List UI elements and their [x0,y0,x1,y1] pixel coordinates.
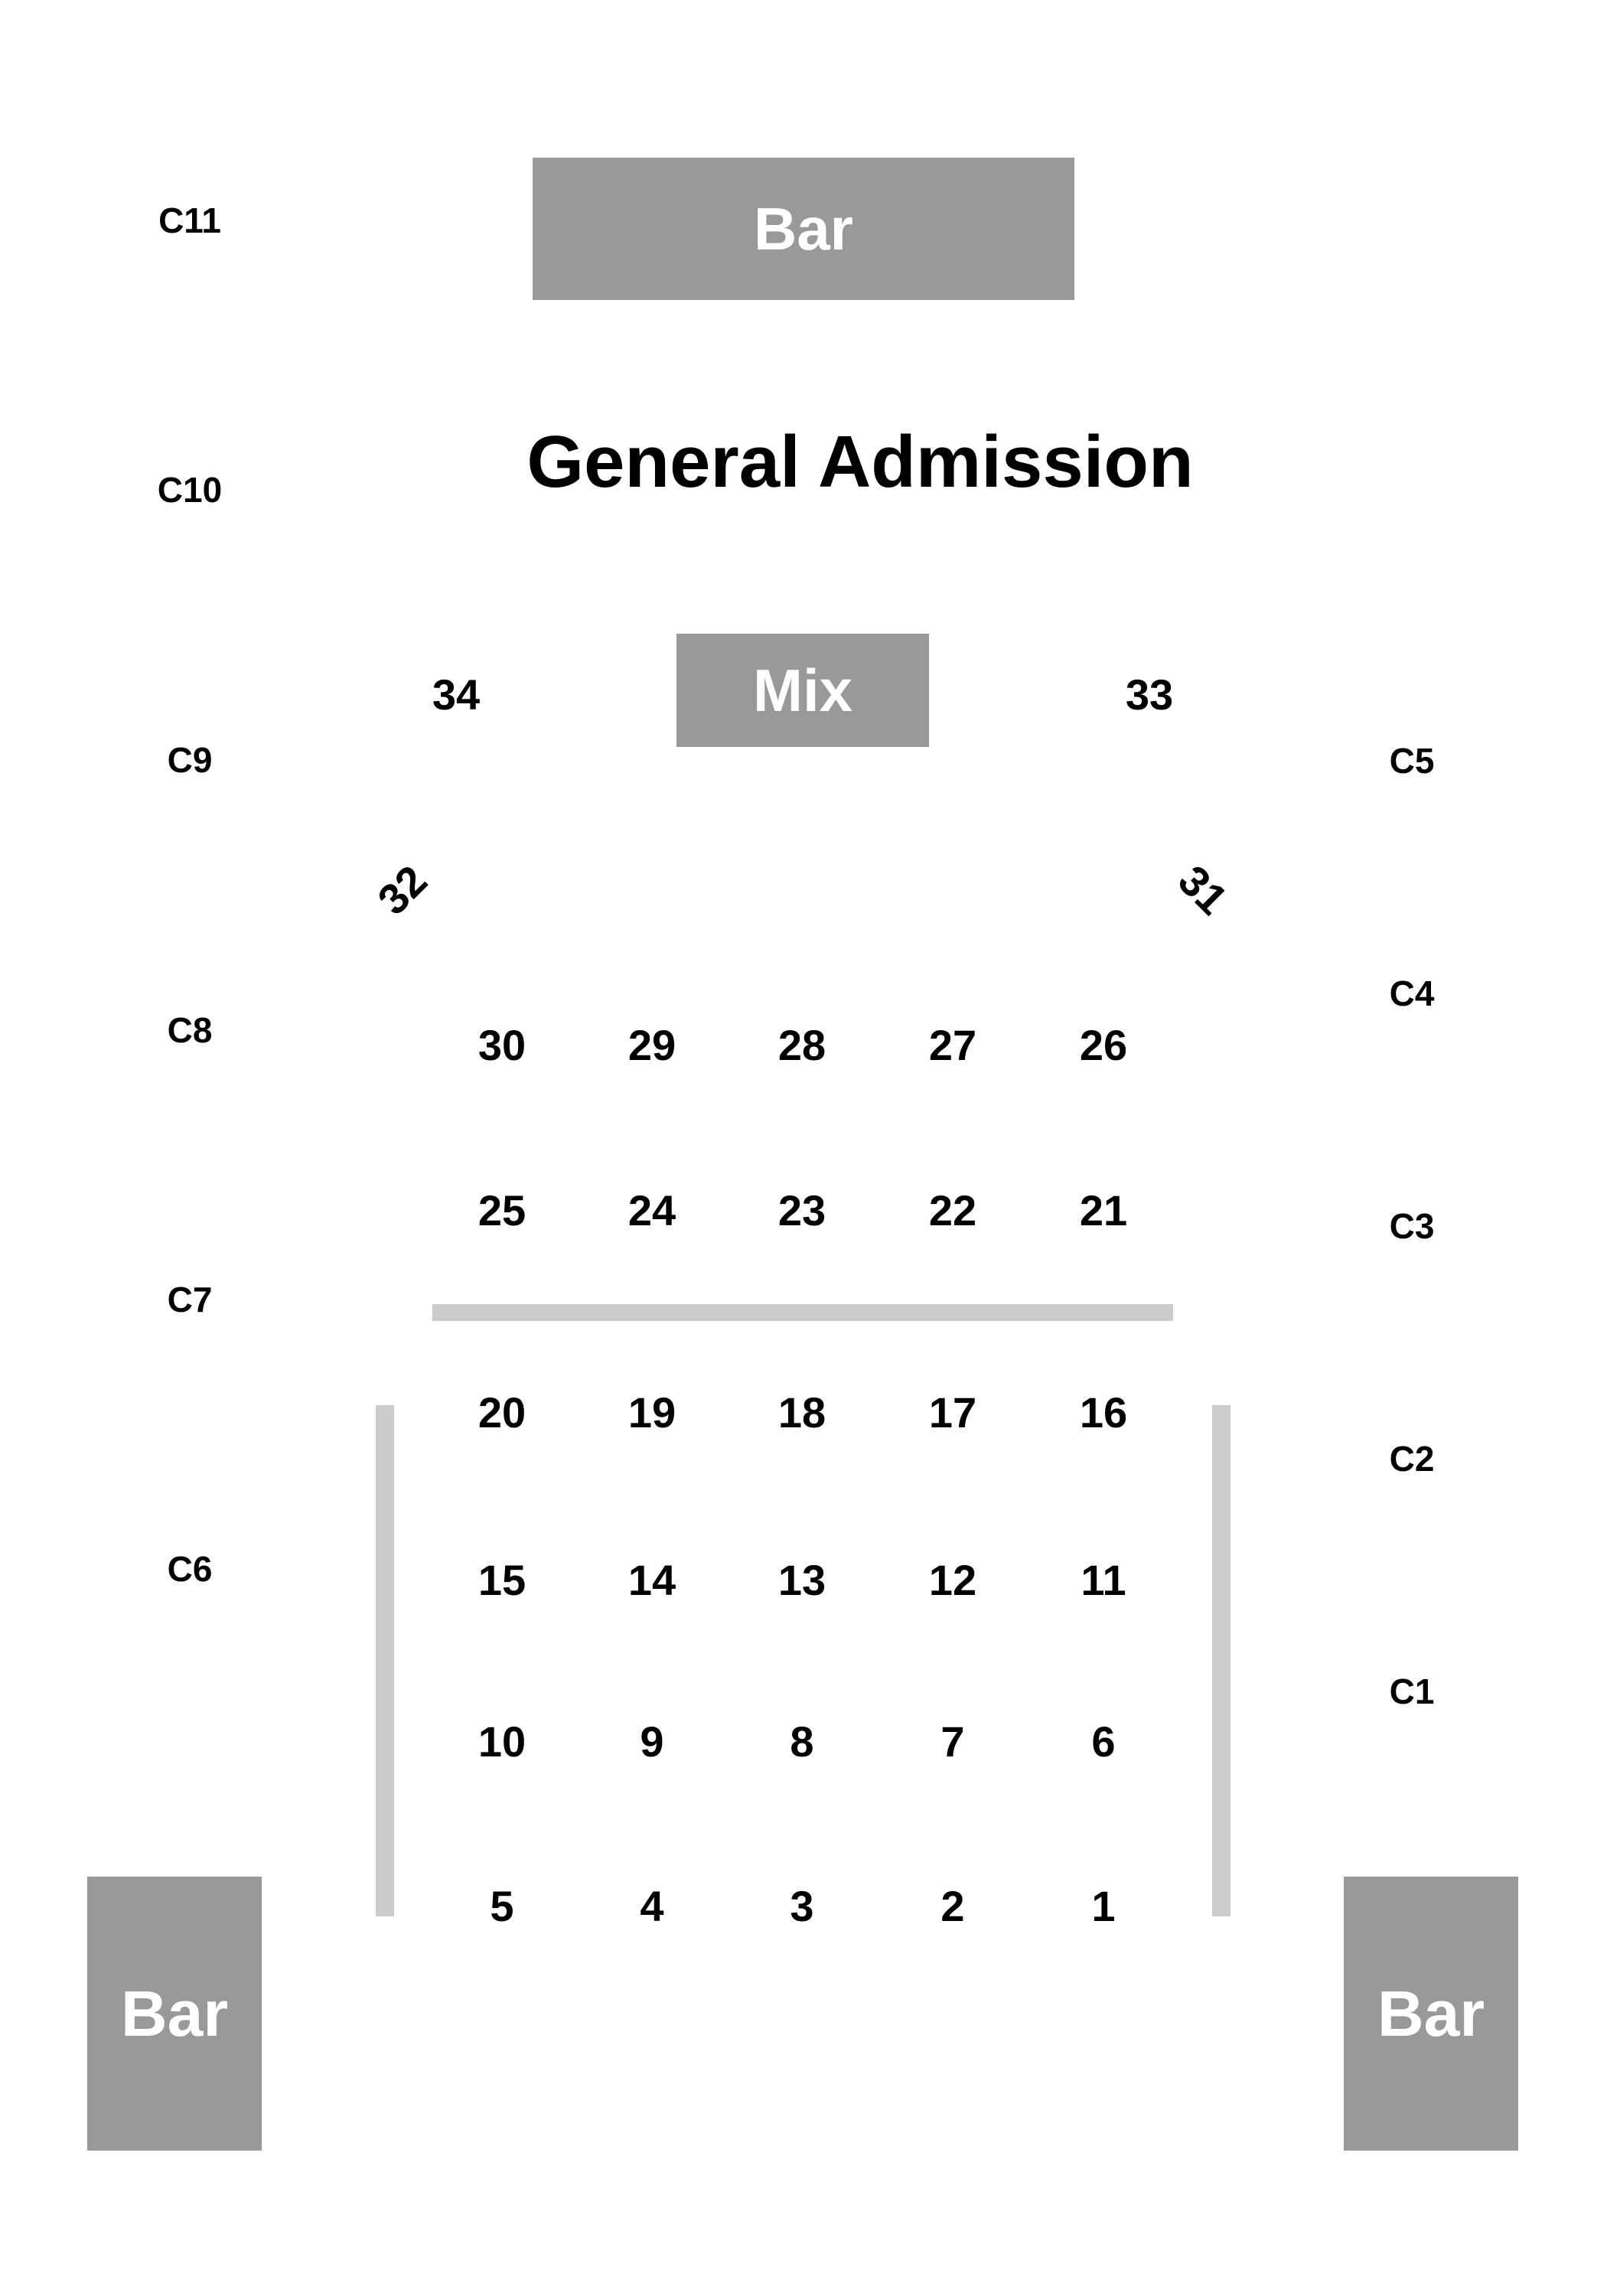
table-1[interactable]: 1 [1091,1882,1116,1930]
table-2[interactable]: 2 [940,1882,965,1930]
booth-c6[interactable]: C6 [167,1549,213,1589]
table-21[interactable]: 21 [1079,1186,1128,1234]
table-27[interactable]: 27 [928,1021,977,1069]
table-18[interactable]: 18 [777,1388,826,1437]
table-8[interactable]: 8 [790,1717,814,1766]
page-title: General Admission [526,421,1194,503]
table-15[interactable]: 15 [478,1556,526,1604]
table-17[interactable]: 17 [928,1388,977,1437]
mix-booth: Mix [676,634,929,747]
table-3[interactable]: 3 [790,1882,814,1930]
bar-left-label: Bar [120,1977,229,2050]
booth-c8[interactable]: C8 [167,1010,213,1050]
table-23[interactable]: 23 [777,1186,826,1234]
table-34[interactable]: 34 [432,670,481,719]
table-10[interactable]: 10 [478,1717,526,1766]
booth-c2[interactable]: C2 [1389,1439,1435,1479]
table-29[interactable]: 29 [627,1021,676,1069]
bar-top: Bar [533,158,1074,300]
booth-c9[interactable]: C9 [167,740,213,780]
table-26[interactable]: 26 [1079,1021,1128,1069]
barrier-right [1212,1405,1231,1916]
bar-right: Bar [1344,1877,1518,2151]
table-19[interactable]: 19 [627,1388,676,1437]
table-25[interactable]: 25 [478,1186,526,1234]
table-11[interactable]: 11 [1081,1556,1126,1604]
booth-c11[interactable]: C11 [158,201,221,240]
table-33[interactable]: 33 [1125,670,1174,719]
table-24[interactable]: 24 [627,1186,676,1234]
booth-c1[interactable]: C1 [1389,1671,1435,1711]
table-32[interactable]: 32 [368,856,436,924]
booth-c7[interactable]: C7 [167,1280,213,1319]
barrier-horizontal [432,1304,1173,1321]
booth-c10[interactable]: C10 [157,470,223,510]
table-12[interactable]: 12 [928,1556,977,1604]
mix-label: Mix [752,656,853,724]
booth-c5[interactable]: C5 [1389,741,1435,781]
table-4[interactable]: 4 [640,1882,664,1930]
booth-c3[interactable]: C3 [1389,1206,1435,1246]
bar-right-label: Bar [1377,1977,1485,2050]
table-28[interactable]: 28 [777,1021,826,1069]
table-14[interactable]: 14 [627,1556,676,1604]
table-9[interactable]: 9 [640,1717,664,1766]
bar-left: Bar [87,1877,262,2151]
barrier-left [376,1405,394,1916]
table-5[interactable]: 5 [490,1882,514,1930]
table-22[interactable]: 22 [928,1186,977,1234]
table-20[interactable]: 20 [478,1388,526,1437]
booth-c4[interactable]: C4 [1389,974,1435,1013]
bar-top-label: Bar [753,194,854,263]
table-30[interactable]: 30 [478,1021,526,1069]
table-31[interactable]: 31 [1169,856,1237,924]
table-13[interactable]: 13 [777,1556,826,1604]
table-6[interactable]: 6 [1091,1717,1116,1766]
table-7[interactable]: 7 [940,1717,965,1766]
table-16[interactable]: 16 [1079,1388,1128,1437]
